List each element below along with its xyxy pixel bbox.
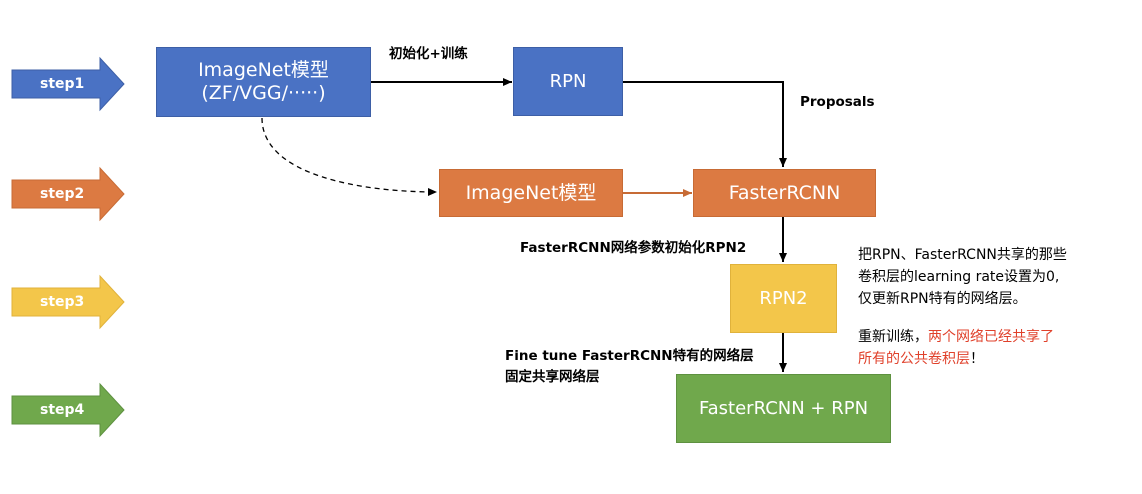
step4-label: step4 bbox=[40, 402, 85, 418]
rpn2-box: RPN2 bbox=[730, 264, 837, 333]
rpn2-label: RPN2 bbox=[759, 287, 808, 309]
finetune-label-line1: Fine tune FasterRCNN特有的网络层 bbox=[505, 348, 754, 364]
step2-label: step2 bbox=[40, 186, 85, 202]
lr-note-line1: 把RPN、FasterRCNN共享的那些 bbox=[858, 247, 1067, 263]
imagenet-model-box-step2: ImageNet模型 bbox=[439, 169, 623, 217]
step4-arrow bbox=[11, 382, 125, 438]
faster-rcnn-rpn-box: FasterRCNN + RPN bbox=[676, 374, 891, 443]
rpn-box: RPN bbox=[513, 47, 623, 116]
step1-arrow bbox=[11, 56, 125, 112]
lr-note-line2: 卷积层的learning rate设置为0, bbox=[858, 269, 1060, 285]
retrain-note-prefix: 重新训练， bbox=[858, 329, 928, 345]
rpn-label: RPN bbox=[549, 70, 587, 92]
faster-rcnn-box: FasterRCNN bbox=[693, 169, 876, 217]
faster-rcnn-label: FasterRCNN bbox=[728, 181, 841, 204]
faster-rcnn-rpn-label: FasterRCNN + RPN bbox=[698, 397, 869, 419]
lr-note-line3: 仅更新RPN特有的网络层。 bbox=[858, 291, 1027, 307]
finetune-label-line2: 固定共享网络层 bbox=[505, 369, 600, 385]
imagenet-model-title: ImageNet模型 bbox=[198, 59, 329, 82]
retrain-note: 重新训练，两个网络已经共享了 所有的公共卷积层！ bbox=[858, 326, 1054, 370]
init-train-label: 初始化+训练 bbox=[389, 46, 468, 62]
step2-arrow bbox=[11, 166, 125, 222]
proposals-label: Proposals bbox=[800, 94, 875, 110]
step3-arrow bbox=[11, 274, 125, 330]
step1-label: step1 bbox=[40, 76, 85, 92]
imagenet-model-step2-label: ImageNet模型 bbox=[465, 181, 597, 204]
imagenet-model-box: ImageNet模型 (ZF/VGG/·····) bbox=[156, 47, 371, 117]
edge-proposals bbox=[623, 81, 787, 167]
imagenet-model-subtitle: (ZF/VGG/·····) bbox=[201, 82, 326, 104]
retrain-note-highlight-1: 两个网络已经共享了 bbox=[928, 329, 1054, 345]
retrain-note-suffix: ！ bbox=[970, 351, 984, 367]
lr-note: 把RPN、FasterRCNN共享的那些 卷积层的learning rate设置… bbox=[858, 244, 1067, 310]
edge-dashed-init bbox=[261, 117, 438, 196]
retrain-note-highlight-2: 所有的公共卷积层 bbox=[858, 351, 970, 367]
init-rpn2-label: FasterRCNN网络参数初始化RPN2 bbox=[520, 240, 747, 256]
step3-label: step3 bbox=[40, 294, 85, 310]
